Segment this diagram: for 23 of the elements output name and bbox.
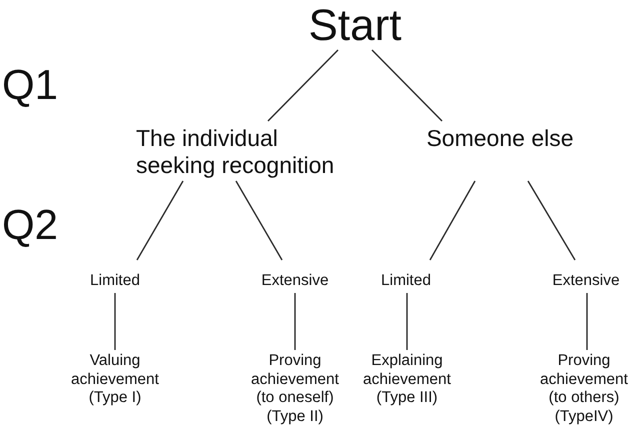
option-label: Limited bbox=[381, 272, 431, 290]
level-label: Q2 bbox=[2, 204, 58, 246]
option-label: Extensive bbox=[261, 272, 329, 290]
connector-line bbox=[294, 293, 296, 350]
outcome-label: Valuing achievement (Type I) bbox=[70, 352, 160, 408]
connector-line bbox=[372, 50, 442, 122]
connector-line bbox=[114, 293, 116, 350]
start-label: Start bbox=[308, 4, 402, 48]
branch-label: Someone else bbox=[426, 125, 574, 152]
connector-line bbox=[586, 293, 588, 350]
connector-line bbox=[268, 50, 338, 122]
outcome-label: Proving achievement (to oneself) (Type II) bbox=[250, 352, 340, 426]
outcome-label: Proving achievement (to others) (TypeIV) bbox=[539, 352, 629, 426]
connector-line bbox=[406, 293, 408, 350]
connector-line bbox=[527, 180, 576, 260]
branch-label: The individual seeking recognition bbox=[136, 125, 336, 179]
option-label: Extensive bbox=[552, 272, 620, 290]
option-label: Limited bbox=[90, 272, 140, 290]
connector-line bbox=[235, 180, 283, 260]
outcome-label: Explaining achievement (Type III) bbox=[362, 352, 452, 408]
connector-line bbox=[136, 180, 184, 260]
level-label: Q1 bbox=[2, 64, 58, 106]
connector-line bbox=[429, 180, 476, 260]
